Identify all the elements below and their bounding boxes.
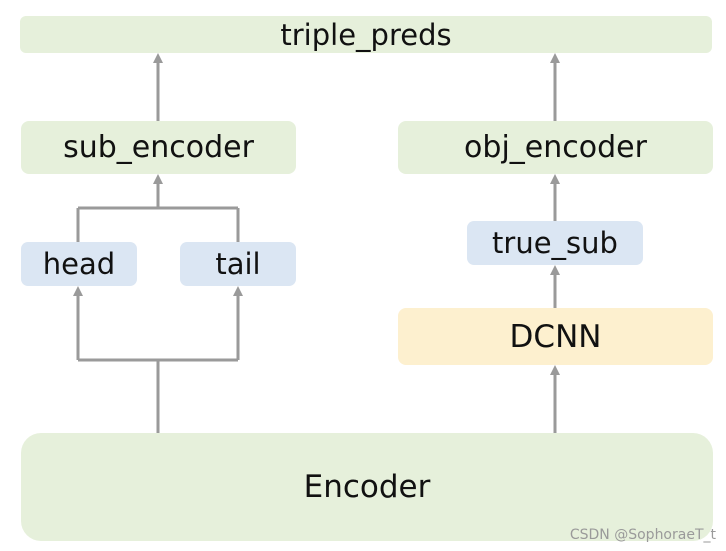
encoder-label: Encoder [303, 469, 431, 505]
sub-encoder-label: sub_encoder [63, 130, 254, 165]
obj-encoder-node: obj_encoder [398, 121, 713, 174]
true-sub-label: true_sub [492, 226, 618, 260]
tail-node: tail [180, 242, 296, 286]
triple-preds-label: triple_preds [280, 17, 452, 52]
true-sub-node: true_sub [467, 221, 643, 265]
dcnn-label: DCNN [509, 318, 602, 355]
sub-encoder-node: sub_encoder [21, 121, 296, 174]
triple-preds-node: triple_preds [20, 16, 712, 53]
head-node: head [21, 242, 137, 286]
tail-label: tail [215, 247, 261, 281]
head-label: head [42, 247, 116, 281]
obj-encoder-label: obj_encoder [464, 130, 647, 165]
watermark-text: CSDN @SophoraeT_t [569, 527, 716, 543]
dcnn-node: DCNN [398, 308, 713, 365]
encoder-node: Encoder [21, 433, 713, 541]
